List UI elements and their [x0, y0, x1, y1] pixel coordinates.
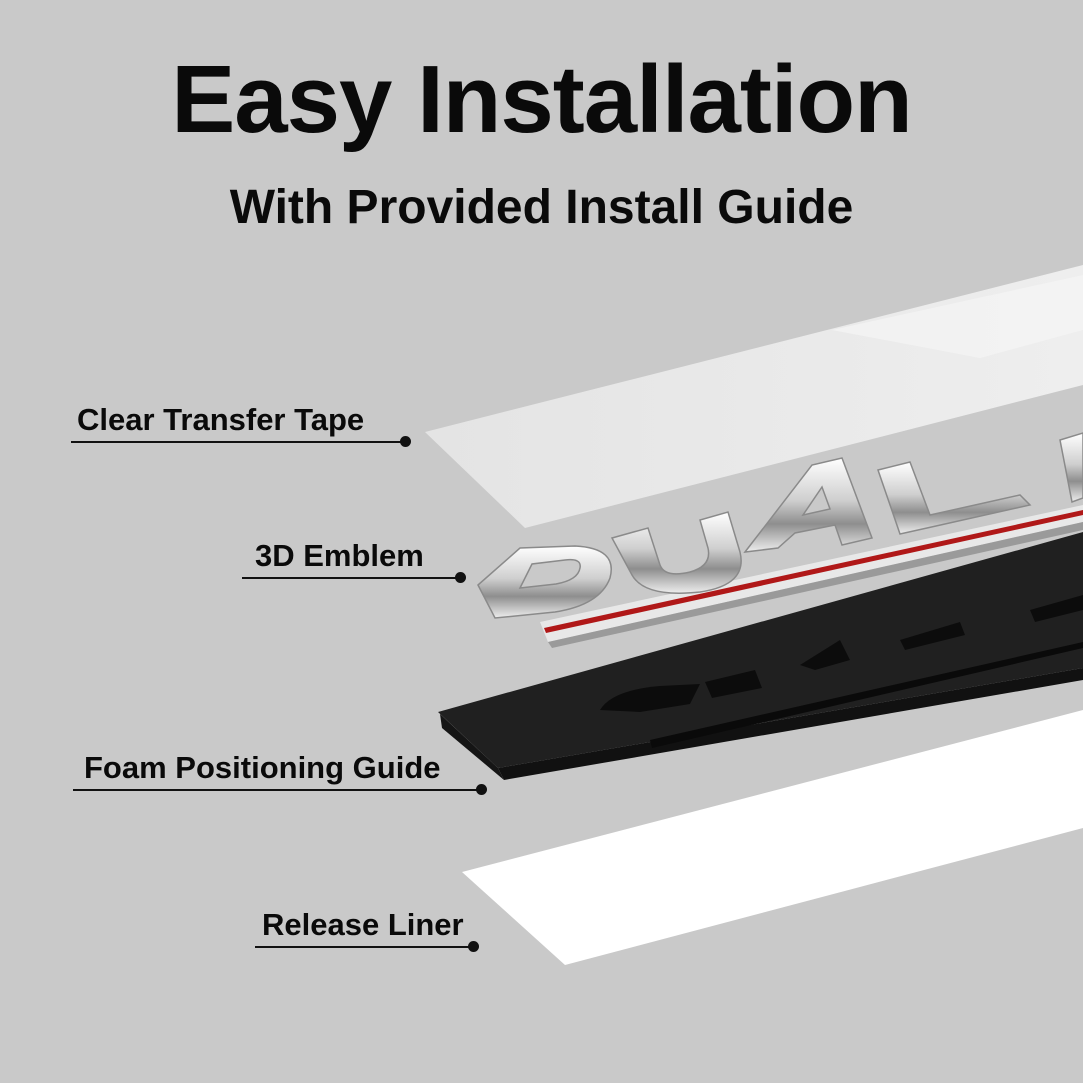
page-title: Easy Installation: [171, 46, 913, 153]
clear-transfer-tape-layer: [425, 265, 1083, 528]
label-3d-emblem: 3D Emblem: [255, 538, 424, 573]
leader-line: [255, 946, 473, 948]
foam-positioning-guide-layer: [438, 532, 1083, 780]
label-release-liner: Release Liner: [262, 907, 464, 942]
release-liner-layer: [462, 710, 1083, 965]
label-clear-transfer-tape: Clear Transfer Tape: [77, 402, 365, 437]
leader-dot: [476, 784, 487, 795]
leader-dot: [468, 941, 479, 952]
leader-dot: [455, 572, 466, 583]
3d-emblem-layer: [477, 432, 1083, 648]
leader-line: [73, 789, 481, 791]
leader-line: [71, 441, 405, 443]
label-foam-positioning-guide: Foam Positioning Guide: [84, 750, 441, 785]
leader-dot: [400, 436, 411, 447]
leader-line: [242, 577, 460, 579]
page-subtitle: With Provided Install Guide: [229, 181, 854, 234]
